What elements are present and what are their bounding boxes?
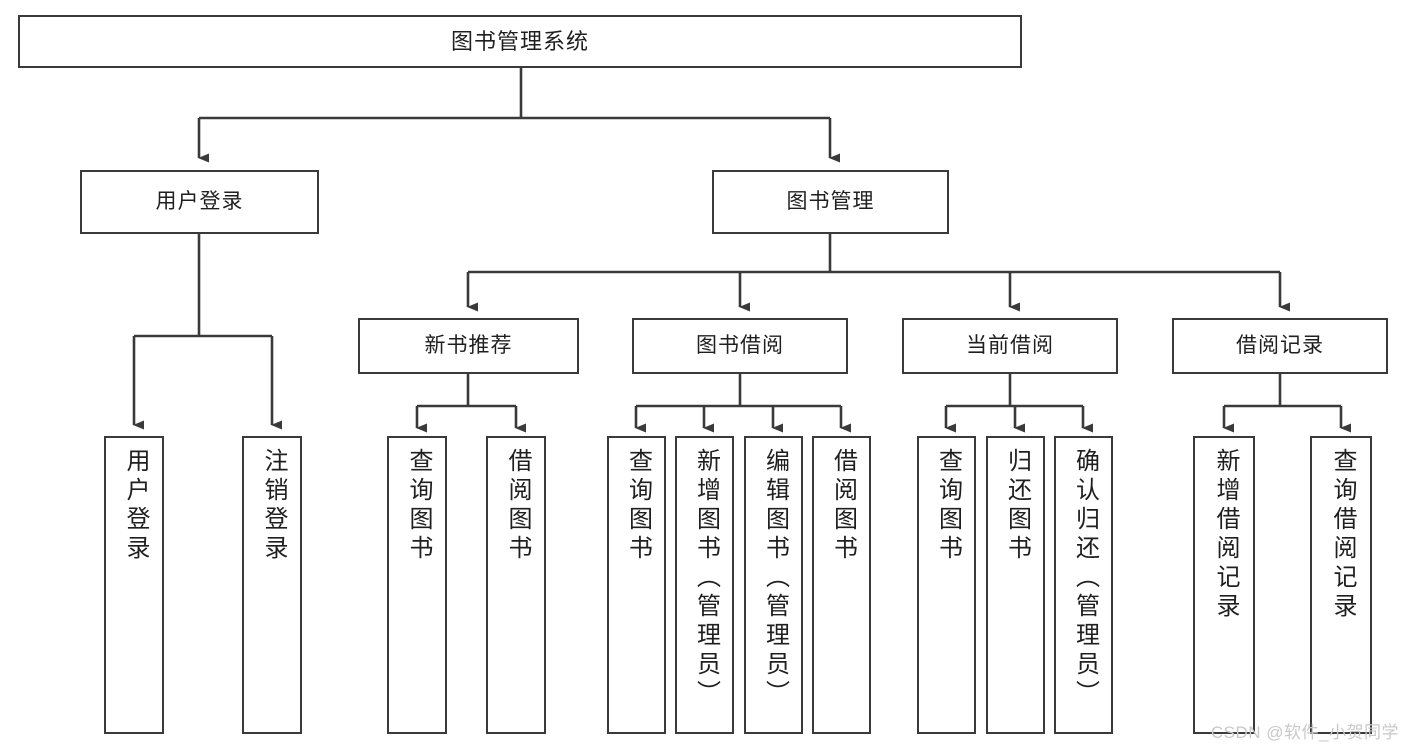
leaf-return-book[interactable]: 归还图书 [986,436,1045,734]
node-book-borrow[interactable]: 图书借阅 [632,318,848,374]
node-borrow-record[interactable]: 借阅记录 [1172,318,1388,374]
leaf-query-record-label: 查询借阅记录 [1329,448,1356,622]
leaf-user-login[interactable]: 用户登录 [104,436,164,734]
node-book-manage-label: 图书管理 [786,189,875,213]
leaf-query-book-3[interactable]: 查询图书 [917,436,976,734]
leaf-query-book-1[interactable]: 查询图书 [387,436,447,734]
leaf-query-book-2[interactable]: 查询图书 [607,436,666,734]
leaf-query-book-1-label: 查询图书 [405,448,432,564]
leaf-edit-book-label: 编辑图书（管理员） [761,448,789,709]
node-new-book-rec[interactable]: 新书推荐 [358,318,579,374]
leaf-confirm-return[interactable]: 确认归还（管理员） [1054,436,1113,734]
leaf-borrow-book-2-label: 借阅图书 [829,448,857,564]
csdn-watermark: CSDN @软件_小贺同学 [1210,723,1399,742]
leaf-add-record-label: 新增借阅记录 [1212,448,1239,622]
leaf-query-record[interactable]: 查询借阅记录 [1310,436,1372,734]
leaf-edit-book[interactable]: 编辑图书（管理员） [744,436,803,734]
leaf-borrow-book-2[interactable]: 借阅图书 [812,436,871,734]
node-user-login-label: 用户登录 [155,189,244,213]
node-borrow-record-label: 借阅记录 [1236,333,1324,357]
node-new-book-rec-label: 新书推荐 [424,333,513,357]
node-root-label: 图书管理系统 [450,28,589,54]
leaf-confirm-return-label: 确认归还（管理员） [1071,448,1099,709]
node-book-borrow-label: 图书借阅 [696,333,784,357]
node-current-borrow-label: 当前借阅 [966,333,1054,357]
node-root[interactable]: 图书管理系统 [18,15,1022,68]
leaf-add-book-label: 新增图书（管理员） [692,448,720,709]
node-user-login[interactable]: 用户登录 [80,170,319,234]
leaf-query-book-3-label: 查询图书 [934,448,962,564]
leaf-add-record[interactable]: 新增借阅记录 [1193,436,1255,734]
leaf-return-book-label: 归还图书 [1003,448,1031,564]
leaf-query-book-2-label: 查询图书 [624,448,652,564]
leaf-borrow-book-1-label: 借阅图书 [504,448,531,564]
node-book-manage[interactable]: 图书管理 [712,170,949,234]
leaf-add-book[interactable]: 新增图书（管理员） [675,436,734,734]
leaf-logout-login[interactable]: 注销登录 [242,436,302,734]
leaf-borrow-book-1[interactable]: 借阅图书 [486,436,546,734]
leaf-logout-login-label: 注销登录 [260,448,287,564]
leaf-user-login-label: 用户登录 [122,448,149,564]
node-current-borrow[interactable]: 当前借阅 [902,318,1118,374]
